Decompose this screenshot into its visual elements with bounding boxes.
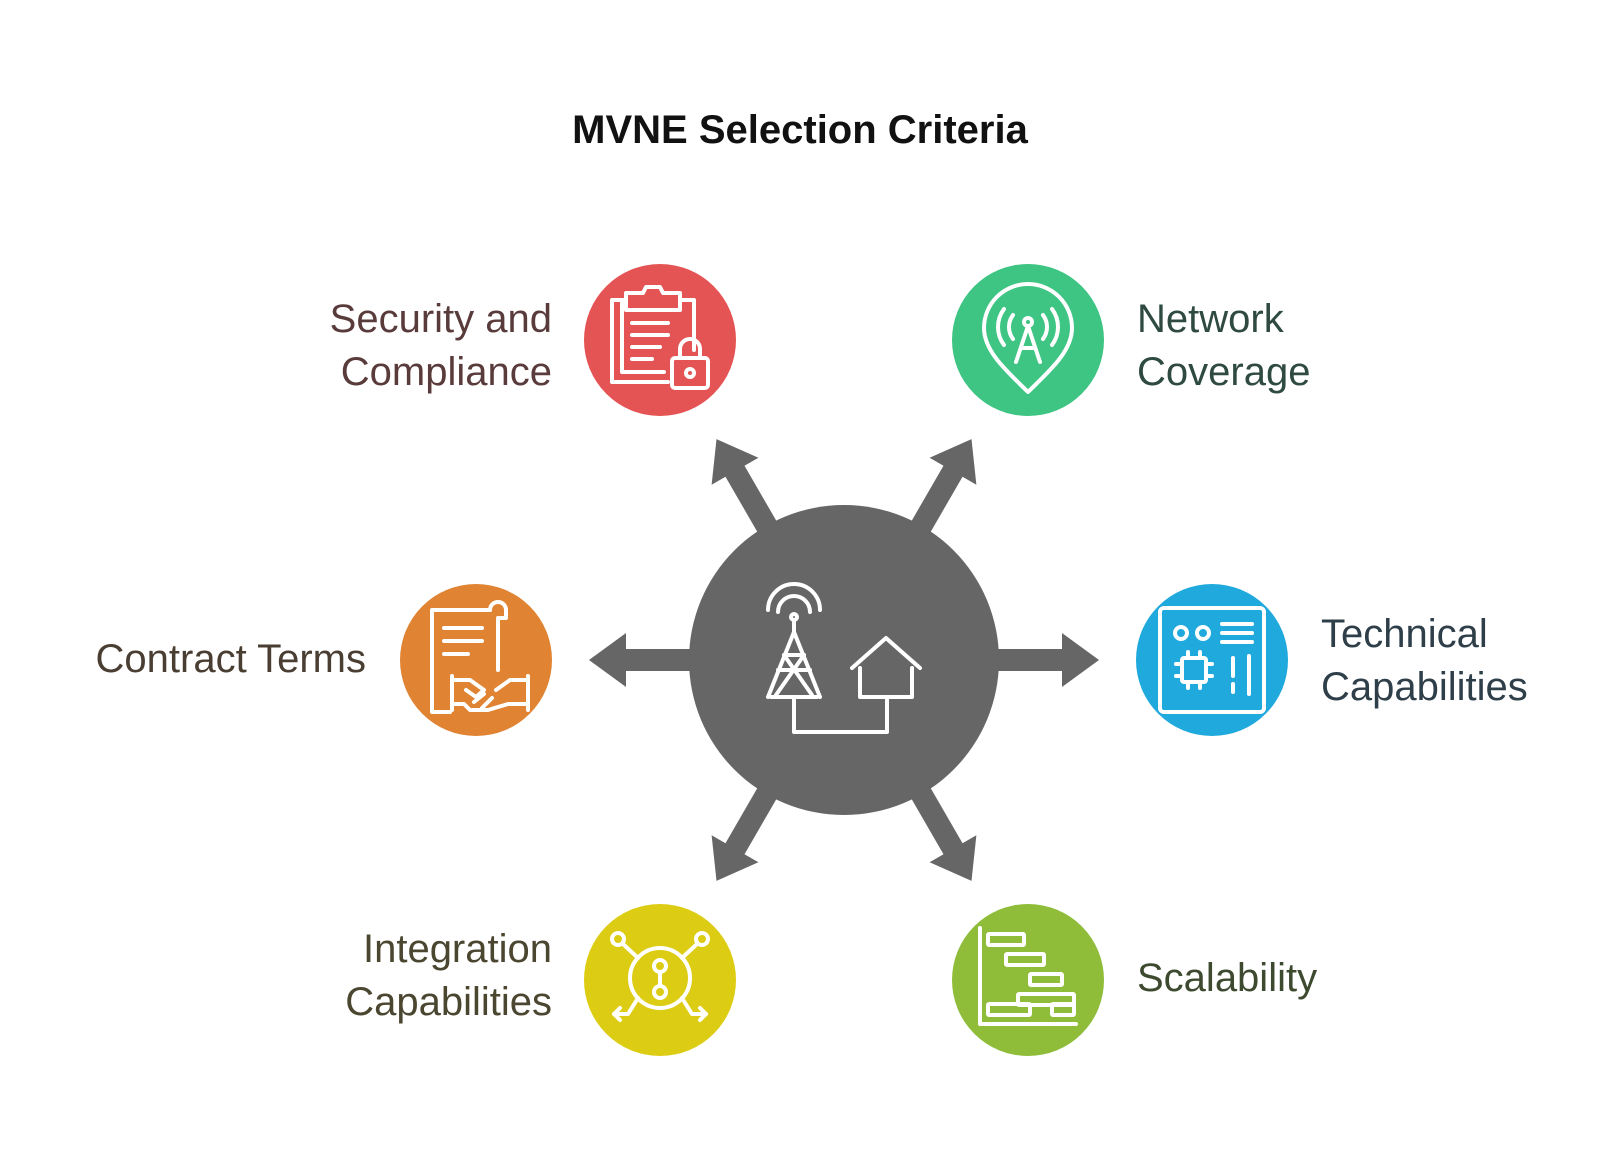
label-technical-capabilities: Technical Capabilities: [1321, 608, 1528, 714]
integration-nodes-icon: [610, 931, 710, 1022]
label-line: Security and: [329, 297, 552, 341]
label-scalability: Scalability: [1137, 952, 1317, 1005]
circuit-board-icon: [1158, 606, 1266, 714]
label-line: Compliance: [340, 350, 552, 394]
arrow-to-scalability: [909, 784, 977, 881]
label-line: Coverage: [1137, 350, 1311, 394]
label-line: Integration: [362, 927, 552, 971]
diagram-title: MVNE Selection Criteria: [572, 108, 1028, 152]
gantt-bars-icon: [978, 926, 1078, 1026]
tower-and-house-icon: [766, 582, 922, 734]
label-line: Contract Terms: [95, 637, 366, 681]
label-line: Network: [1137, 297, 1284, 341]
antenna-pin-icon: [982, 282, 1074, 394]
label-security-compliance: Security and Compliance: [330, 293, 552, 399]
label-network-coverage: Network Coverage: [1137, 293, 1310, 399]
label-line: Capabilities: [1321, 665, 1528, 709]
arrows: [589, 439, 1099, 881]
clipboard-lock-icon: [610, 285, 710, 390]
arrow-to-technical: [994, 633, 1099, 687]
label-line: Scalability: [1137, 956, 1318, 1000]
label-contract-terms: Contract Terms: [96, 633, 366, 686]
label-integration-capabilities: Integration Capabilities: [345, 923, 552, 1029]
arrow-to-network: [909, 439, 977, 536]
label-line: Capabilities: [345, 980, 552, 1024]
label-line: Technical: [1321, 612, 1488, 656]
contract-terms-circle: [400, 584, 552, 736]
arrow-to-contract: [589, 633, 694, 687]
center-hub: [689, 505, 999, 815]
arrow-to-security: [711, 439, 779, 536]
arrow-to-integration: [711, 784, 779, 881]
contract-handshake-icon: [430, 600, 530, 714]
